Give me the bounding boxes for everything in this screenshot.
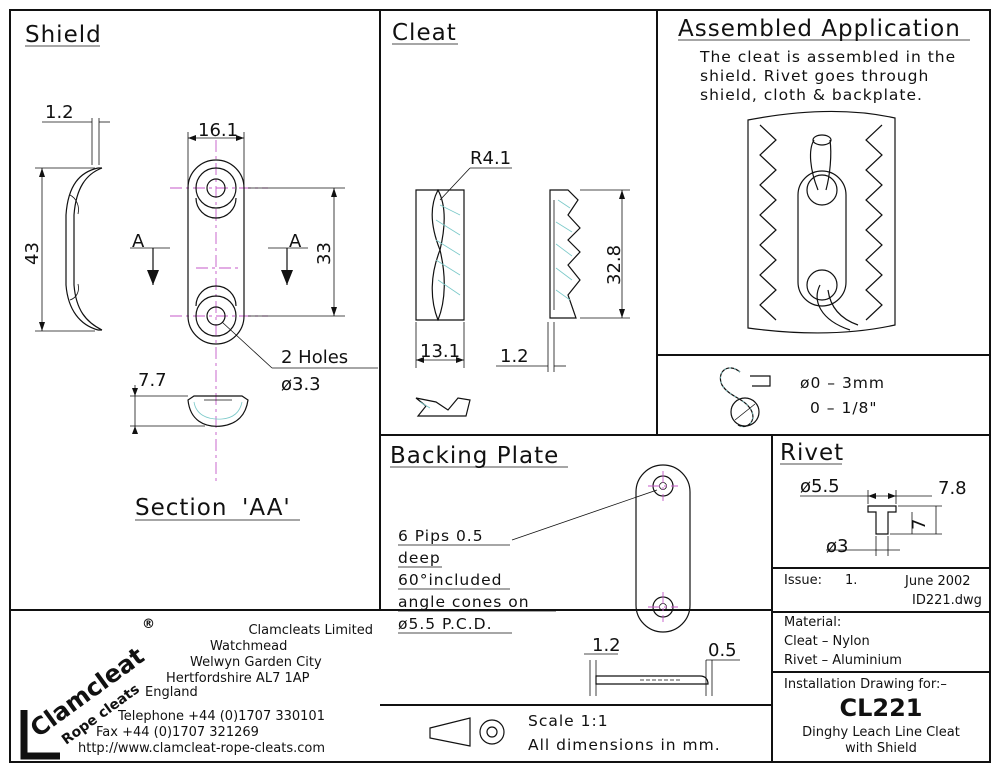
rivet-dim-length: 7.8 xyxy=(938,478,967,499)
projection-symbol-icon xyxy=(429,717,505,747)
rope-icon xyxy=(719,367,771,428)
backing-dim-thickness: 1.2 xyxy=(592,635,621,656)
fax: Fax +44 (0)1707 321269 xyxy=(96,725,259,740)
shield-holes-diameter: ø3.3 xyxy=(281,374,321,395)
issue-date: June 2002 xyxy=(904,574,971,589)
install-label: Installation Drawing for:– xyxy=(784,677,947,692)
cleat-side-view xyxy=(496,189,630,372)
website: http://www.clamcleat-rope-cleats.com xyxy=(78,741,325,756)
cleat-dim-radius: R4.1 xyxy=(470,148,511,169)
backing-note-line-1: 6 Pips 0.5 xyxy=(398,527,484,545)
product-code: CL221 xyxy=(839,694,922,722)
backing-plate-view xyxy=(511,464,691,633)
address-line-4: Hertfordshire AL7 1AP xyxy=(166,671,310,686)
shield-section-marker-left: A xyxy=(132,231,145,252)
rope-size-inch: 0 – 1/8" xyxy=(810,399,878,417)
shield-front-view xyxy=(130,132,378,485)
issue-label: Issue: xyxy=(784,573,822,588)
scale-text: Scale 1:1 xyxy=(528,712,609,730)
rivet-view xyxy=(800,490,942,556)
cleat-top-view xyxy=(415,397,471,417)
units-text: All dimensions in mm. xyxy=(528,736,721,754)
cleat-title: Cleat xyxy=(392,20,457,46)
material-label: Material: xyxy=(784,615,841,630)
assembled-desc-line-3: shield, cloth & backplate. xyxy=(700,86,923,104)
backing-note-line-4: angle cones on xyxy=(398,593,530,611)
shield-dim-hole-spacing: 33 xyxy=(314,242,335,265)
address-line-1: Clamcleats Limited xyxy=(248,623,373,638)
backing-note-line-2: deep xyxy=(398,549,441,567)
assembled-desc-line-1: The cleat is assembled in the xyxy=(699,48,956,66)
product-desc-line-2: with Shield xyxy=(845,741,917,756)
shield-dim-length: 43 xyxy=(22,242,43,265)
cleat-dim-length: 32.8 xyxy=(604,245,625,285)
address-line-2: Watchmead xyxy=(210,639,287,654)
address-line-5: England xyxy=(145,685,198,700)
product-desc-line-1: Dinghy Leach Line Cleat xyxy=(802,725,960,740)
shield-dim-thickness: 1.2 xyxy=(45,102,74,123)
address-line-3: Welwyn Garden City xyxy=(190,655,322,670)
shield-dim-section-height: 7.7 xyxy=(138,370,167,391)
assembled-illustration xyxy=(747,110,896,334)
cleat-dim-width: 13.1 xyxy=(420,341,460,362)
shield-side-profile xyxy=(35,118,110,332)
assembled-desc-line-2: shield. Rivet goes through xyxy=(700,67,929,85)
drawing-frame xyxy=(9,9,991,763)
rope-size-mm: ø0 – 3mm xyxy=(800,374,885,392)
section-label-id: 'AA' xyxy=(242,495,291,521)
assembled-title: Assembled Application xyxy=(678,16,961,42)
shield-dim-width: 16.1 xyxy=(198,120,238,141)
rivet-dim-head: ø5.5 xyxy=(800,476,840,497)
backing-note-underlines xyxy=(398,544,556,634)
rivet-dim-shank-length: 7 xyxy=(909,519,930,530)
backing-note-line-3: 60°included xyxy=(398,571,502,589)
issue-file: ID221.dwg xyxy=(912,593,982,608)
cleat-front-view xyxy=(415,167,512,368)
material-rivet: Rivet – Aluminium xyxy=(784,653,902,668)
rivet-title: Rivet xyxy=(780,440,844,466)
shield-section-marker-right: A xyxy=(289,231,302,252)
telephone: Telephone +44 (0)1707 330101 xyxy=(117,709,325,724)
issue-number: 1. xyxy=(845,573,857,588)
shield-title: Shield xyxy=(25,22,102,48)
backing-dim-pip: 0.5 xyxy=(708,640,737,661)
backing-plate-side-view xyxy=(584,653,740,696)
shield-holes-count: 2 Holes xyxy=(281,347,348,368)
backing-title: Backing Plate xyxy=(390,443,559,469)
section-label-prefix: Section xyxy=(135,495,227,521)
backing-note-line-5: ø5.5 P.C.D. xyxy=(398,615,493,633)
shield-section-aa xyxy=(130,385,249,434)
logo-registered: ® xyxy=(142,617,155,632)
material-cleat: Cleat – Nylon xyxy=(784,634,870,649)
cleat-dim-thickness: 1.2 xyxy=(500,346,529,367)
rivet-dim-shank-diameter: ø3 xyxy=(826,536,848,557)
